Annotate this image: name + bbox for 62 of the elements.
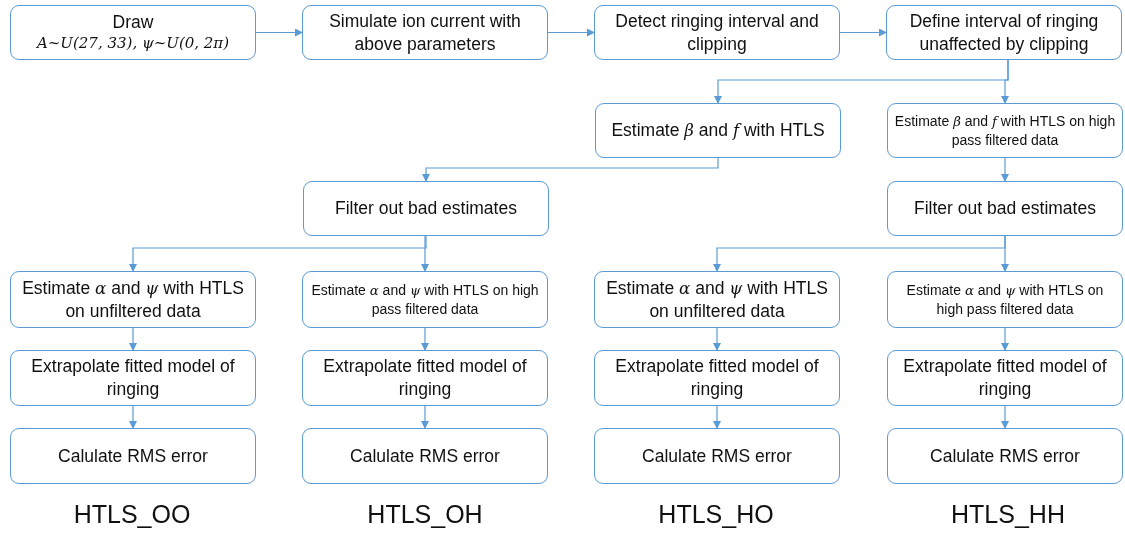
method-label: HTLS_HH xyxy=(951,500,1065,529)
process-box xyxy=(887,428,1123,484)
arrow xyxy=(129,405,137,429)
arrow xyxy=(713,327,721,351)
box-text: Calulate RMS error xyxy=(350,444,500,468)
process-box xyxy=(887,350,1123,406)
arrow xyxy=(1001,405,1009,429)
arrow xyxy=(129,327,137,351)
arrow xyxy=(255,28,303,37)
box-text: Calulate RMS error xyxy=(930,444,1080,468)
process-box xyxy=(594,271,840,328)
box-text: Estimate α and ψ with HTLS on high pass filtered data xyxy=(310,281,540,318)
process-box xyxy=(302,271,548,328)
box-text: Detect ringing interval and clipping xyxy=(614,9,820,56)
process-box xyxy=(10,428,256,484)
arrow xyxy=(421,327,429,351)
box-text: Estimate β and f with HTLS on high pass filtered data xyxy=(894,112,1116,149)
box-text: Simulate ion current with above parameters xyxy=(328,9,522,56)
box-text: Calulate RMS error xyxy=(58,444,208,468)
box-text: Estimate α and ψ with HTLS on unfiltered data xyxy=(21,276,245,323)
box-text: Extrapolate fitted model of ringing xyxy=(30,355,236,401)
box-text: Define interval of ringing unaffected by clipping xyxy=(908,9,1100,56)
process-box xyxy=(595,103,841,158)
process-box xyxy=(10,5,256,60)
process-box xyxy=(302,5,548,60)
box-text: Extrapolate fitted model of ringing xyxy=(322,355,528,401)
box-text: Filter out bad estimates xyxy=(914,197,1096,220)
arrow xyxy=(1001,59,1009,104)
method-label: HTLS_OH xyxy=(367,500,483,529)
arrow xyxy=(129,235,427,272)
arrow xyxy=(547,28,595,37)
process-box xyxy=(594,350,840,406)
process-box xyxy=(887,271,1123,328)
arrow xyxy=(713,405,721,429)
box-text: Extrapolate fitted model of ringing xyxy=(614,355,820,401)
process-box xyxy=(302,350,548,406)
arrow xyxy=(421,405,429,429)
box-text: Estimate β and f with HTLS xyxy=(611,119,825,142)
process-box xyxy=(886,5,1122,60)
method-label: HTLS_HO xyxy=(658,500,774,529)
arrow xyxy=(422,157,719,182)
arrow xyxy=(1001,235,1009,272)
process-box xyxy=(594,428,840,484)
process-box xyxy=(302,428,548,484)
arrow xyxy=(839,28,887,37)
arrow xyxy=(1001,327,1009,351)
box-text: A~U(27, 33), ψ~U(0, 2π) xyxy=(36,34,230,54)
box-text: Filter out bad estimates xyxy=(335,197,517,220)
box-text: Calulate RMS error xyxy=(642,444,792,468)
arrow xyxy=(1001,157,1009,182)
box-text: Draw xyxy=(112,11,154,35)
process-box xyxy=(10,350,256,406)
process-box xyxy=(887,103,1123,158)
arrow xyxy=(421,235,429,272)
process-box xyxy=(594,5,840,60)
method-label: HTLS_OO xyxy=(73,500,191,529)
process-box xyxy=(303,181,549,236)
process-box xyxy=(887,181,1123,236)
box-text: Extrapolate fitted model of ringing xyxy=(902,355,1108,401)
box-text: Estimate α and ψ with HTLS on high pass filtered data xyxy=(905,281,1105,318)
process-box xyxy=(10,271,256,328)
box-text: Estimate α and ψ with HTLS on unfiltered data xyxy=(605,276,829,323)
